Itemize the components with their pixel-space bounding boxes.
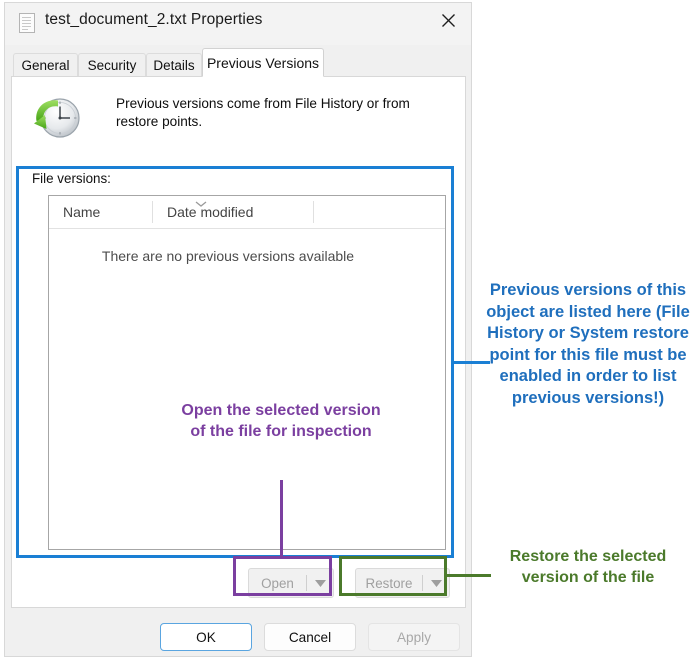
tab-label: General <box>21 58 70 73</box>
tab-label: Security <box>87 58 137 73</box>
column-divider <box>313 201 314 223</box>
open-button[interactable]: Open <box>248 568 334 598</box>
button-divider <box>306 575 307 591</box>
ok-button[interactable]: OK <box>160 623 252 651</box>
annotation-connector-open-button <box>280 480 283 558</box>
chevron-down-icon <box>194 196 208 207</box>
text-document-icon <box>19 13 35 33</box>
apply-button[interactable]: Apply <box>368 623 460 651</box>
properties-dialog: test_document_2.txt Properties General S… <box>4 2 472 657</box>
annotation-text-open-button: Open the selected version of the file fo… <box>181 402 381 440</box>
previous-versions-panel: Previous versions come from File History… <box>11 76 466 608</box>
tab-label: Details <box>153 58 195 73</box>
tab-general[interactable]: General <box>13 53 78 77</box>
annotation-connector-restore-button <box>447 574 491 577</box>
close-icon[interactable] <box>425 3 471 37</box>
column-header-date-modified[interactable]: Date modified <box>153 196 314 228</box>
column-header-label: Name <box>63 204 101 220</box>
tab-details[interactable]: Details <box>146 53 202 77</box>
window-title: test_document_2.txt Properties <box>45 11 263 28</box>
tab-security[interactable]: Security <box>78 53 146 77</box>
info-row: Previous versions come from File History… <box>26 91 446 147</box>
restore-button[interactable]: Restore <box>355 568 450 598</box>
list-column-headers: Name Date modified <box>49 196 445 229</box>
annotation-connector-versions-list <box>454 361 490 364</box>
annotation-text-restore-button: Restore the selected version of the file <box>509 548 667 586</box>
tab-strip: General Security Details Previous Versio… <box>5 45 471 77</box>
column-header-label: Date modified <box>167 204 254 220</box>
open-dropdown-chevron-down-icon[interactable] <box>307 569 333 597</box>
cancel-button[interactable]: Cancel <box>264 623 356 651</box>
ok-button-label: OK <box>196 629 216 645</box>
annotation-text-versions-list: Previous versions of this object are lis… <box>486 281 690 407</box>
restore-dropdown-chevron-down-icon[interactable] <box>423 569 449 597</box>
tab-previous-versions[interactable]: Previous Versions <box>202 48 324 77</box>
column-divider <box>152 201 153 223</box>
column-header-name[interactable]: Name <box>49 196 153 228</box>
open-button-label: Open <box>261 575 294 591</box>
empty-state-message: There are no previous versions available <box>101 248 355 264</box>
title-bar: test_document_2.txt Properties <box>5 3 471 45</box>
file-versions-label: File versions: <box>32 171 111 186</box>
cancel-button-label: Cancel <box>288 629 332 645</box>
tab-label: Previous Versions <box>206 54 320 71</box>
info-description: Previous versions come from File History… <box>116 96 410 129</box>
clock-restore-icon <box>32 93 84 143</box>
restore-button-label: Restore <box>365 575 413 591</box>
file-versions-list[interactable]: Name Date modified <box>48 195 446 550</box>
column-header-filler[interactable] <box>314 196 445 228</box>
file-versions-group: File versions: Name Date modified <box>24 170 450 558</box>
button-divider <box>422 575 423 591</box>
apply-button-label: Apply <box>396 629 431 645</box>
dialog-footer: OK Cancel Apply <box>5 615 471 657</box>
